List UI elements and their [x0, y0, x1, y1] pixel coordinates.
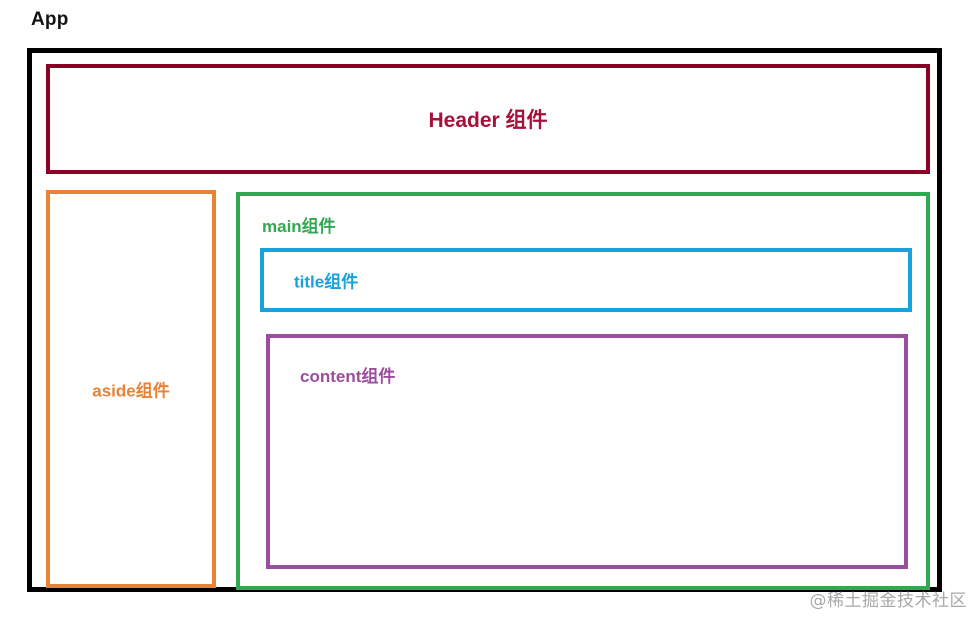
title-component-label: title组件: [294, 272, 359, 292]
page-title: App: [31, 9, 69, 30]
content-component-box: content组件: [266, 334, 908, 569]
main-component-box: main组件 title组件 content组件: [236, 192, 930, 590]
aside-component-box: aside组件: [46, 190, 216, 588]
watermark: @稀土掘金技术社区: [809, 591, 967, 611]
content-component-label: content组件: [300, 367, 396, 386]
header-component-label: Header 组件: [428, 109, 548, 132]
header-component-box: Header 组件: [46, 64, 930, 174]
app-frame: Header 组件 aside组件 main组件 title组件 content…: [27, 48, 942, 592]
title-component-box: title组件: [260, 248, 912, 312]
main-component-label: main组件: [262, 217, 336, 236]
aside-component-label: aside组件: [92, 381, 170, 401]
